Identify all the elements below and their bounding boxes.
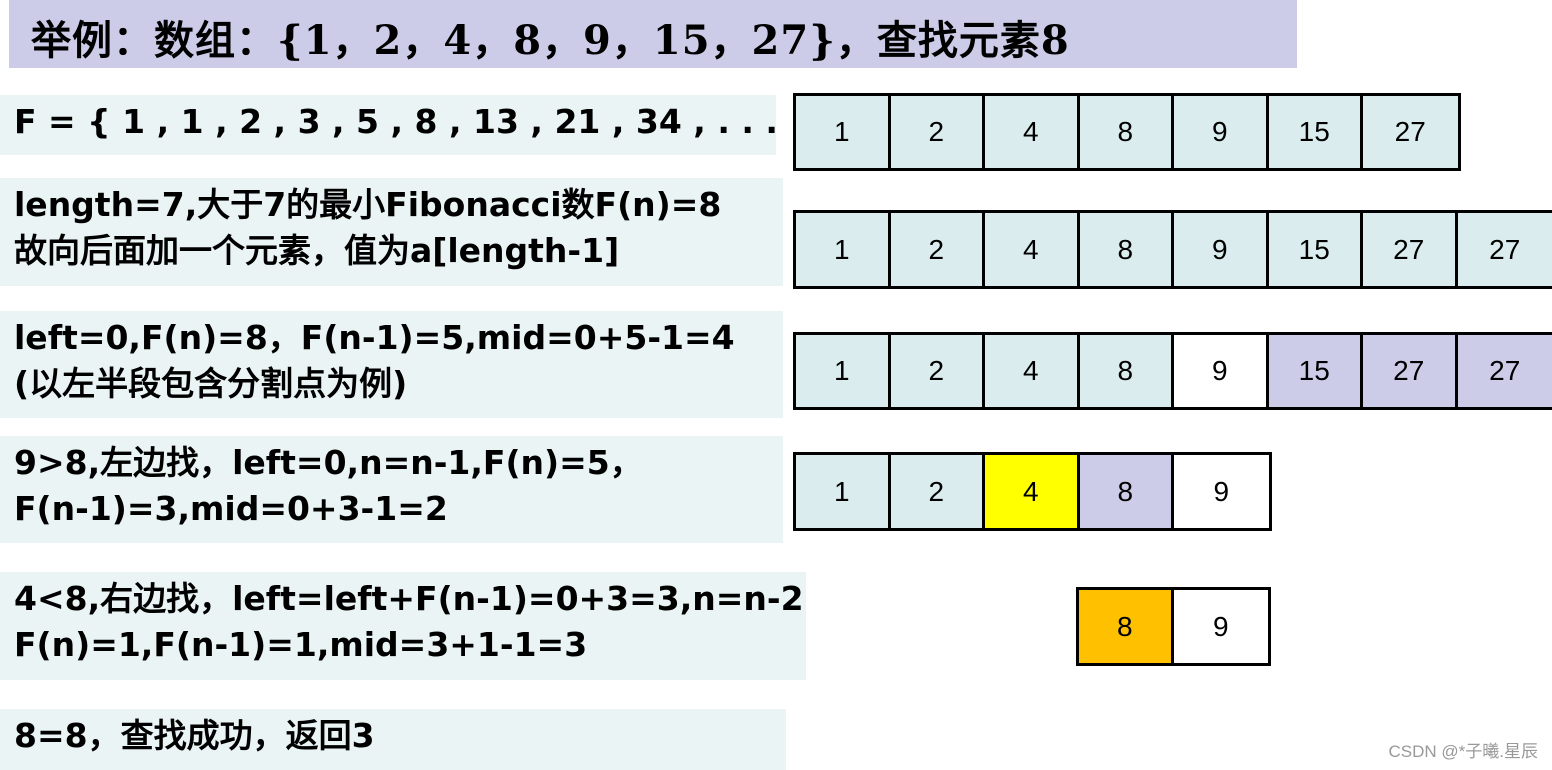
- array-cell: 1: [796, 213, 891, 286]
- step-line: 4<8,右边找，left=left+F(n-1)=0+3=3,n=n-2: [14, 579, 804, 618]
- step-panel-6: 8=8，查找成功，返回3: [0, 709, 786, 770]
- step-text-1: F = { 1 , 1 , 2 , 3 , 5 , 8 , 13 , 21 , …: [14, 99, 813, 145]
- array-row-5: 8 9: [1076, 587, 1271, 666]
- array-cell: 1: [796, 96, 891, 168]
- step-text-6: 8=8，查找成功，返回3: [14, 713, 375, 759]
- array-cell: 8: [1079, 590, 1174, 663]
- step-line: left=0,F(n)=8，F(n-1)=5,mid=0+5-1=4: [14, 318, 735, 357]
- step-line: 故向后面加一个元素，值为a[length-1]: [14, 231, 620, 270]
- array-cell: 4: [985, 455, 1080, 528]
- array-cell: 27: [1363, 213, 1458, 286]
- step-panel-2: length=7,大于7的最小Fibonacci数F(n)=8 故向后面加一个元…: [0, 178, 783, 286]
- step-line: (以左半段包含分割点为例): [14, 364, 408, 403]
- step-text-5: 4<8,右边找，left=left+F(n-1)=0+3=3,n=n-2 F(n…: [14, 576, 804, 668]
- array-row-3: 1 2 4 8 9 15 27 27: [793, 332, 1552, 410]
- step-line: 9>8,左边找，left=0,n=n-1,F(n)=5，: [14, 443, 643, 482]
- array-cell: 9: [1174, 455, 1269, 528]
- step-line: F(n)=1,F(n-1)=1,mid=3+1-1=3: [14, 625, 588, 664]
- array-cell: 4: [985, 335, 1080, 407]
- title-banner: 举例：数组：{1，2，4，8，9，15，27}，查找元素8: [9, 0, 1297, 68]
- array-cell: 8: [1079, 213, 1174, 286]
- array-cell: 4: [985, 96, 1080, 168]
- array-cell: 1: [796, 455, 891, 528]
- array-cell: 2: [890, 455, 985, 528]
- page-title: 举例：数组：{1，2，4，8，9，15，27}，查找元素8: [31, 17, 1070, 64]
- array-cell: 15: [1268, 96, 1363, 168]
- array-cell: 8: [1079, 335, 1174, 407]
- array-cell: 9: [1174, 213, 1269, 286]
- step-line: 8=8，查找成功，返回3: [14, 716, 375, 755]
- array-row-1: 1 2 4 8 9 15 27: [793, 93, 1461, 171]
- array-cell: 2: [890, 335, 985, 407]
- array-cell: 9: [1174, 335, 1269, 407]
- array-cell: 15: [1268, 213, 1363, 286]
- array-cell: 9: [1173, 590, 1268, 663]
- step-line: F(n-1)=3,mid=0+3-1=2: [14, 489, 448, 528]
- array-cell: 2: [890, 213, 985, 286]
- step-panel-4: 9>8,左边找，left=0,n=n-1,F(n)=5， F(n-1)=3,mi…: [0, 436, 783, 543]
- step-text-2: length=7,大于7的最小Fibonacci数F(n)=8 故向后面加一个元…: [14, 182, 721, 274]
- step-text-4: 9>8,左边找，left=0,n=n-1,F(n)=5， F(n-1)=3,mi…: [14, 440, 643, 532]
- step-line: F = { 1 , 1 , 2 , 3 , 5 , 8 , 13 , 21 , …: [14, 102, 813, 141]
- array-row-2: 1 2 4 8 9 15 27 27: [793, 210, 1552, 289]
- step-panel-1: F = { 1 , 1 , 2 , 3 , 5 , 8 , 13 , 21 , …: [0, 95, 813, 155]
- array-cell: 8: [1079, 455, 1174, 528]
- step-panel-3: left=0,F(n)=8，F(n-1)=5,mid=0+5-1=4 (以左半段…: [0, 311, 783, 418]
- array-cell: 8: [1079, 96, 1174, 168]
- array-cell: 9: [1174, 96, 1269, 168]
- step-line: length=7,大于7的最小Fibonacci数F(n)=8: [14, 185, 722, 224]
- watermark: CSDN @*子曦.星辰: [1388, 742, 1539, 761]
- step-text-3: left=0,F(n)=8，F(n-1)=5,mid=0+5-1=4 (以左半段…: [14, 315, 735, 407]
- array-cell: 27: [1457, 335, 1552, 407]
- array-cell: 27: [1457, 213, 1552, 286]
- array-cell: 1: [796, 335, 891, 407]
- array-cell: 27: [1363, 335, 1458, 407]
- array-cell: 4: [985, 213, 1080, 286]
- array-cell: 15: [1268, 335, 1363, 407]
- array-row-4: 1 2 4 8 9: [793, 452, 1272, 531]
- step-panel-5: 4<8,右边找，left=left+F(n-1)=0+3=3,n=n-2 F(n…: [0, 572, 806, 680]
- array-cell: 27: [1363, 96, 1458, 168]
- array-cell: 2: [890, 96, 985, 168]
